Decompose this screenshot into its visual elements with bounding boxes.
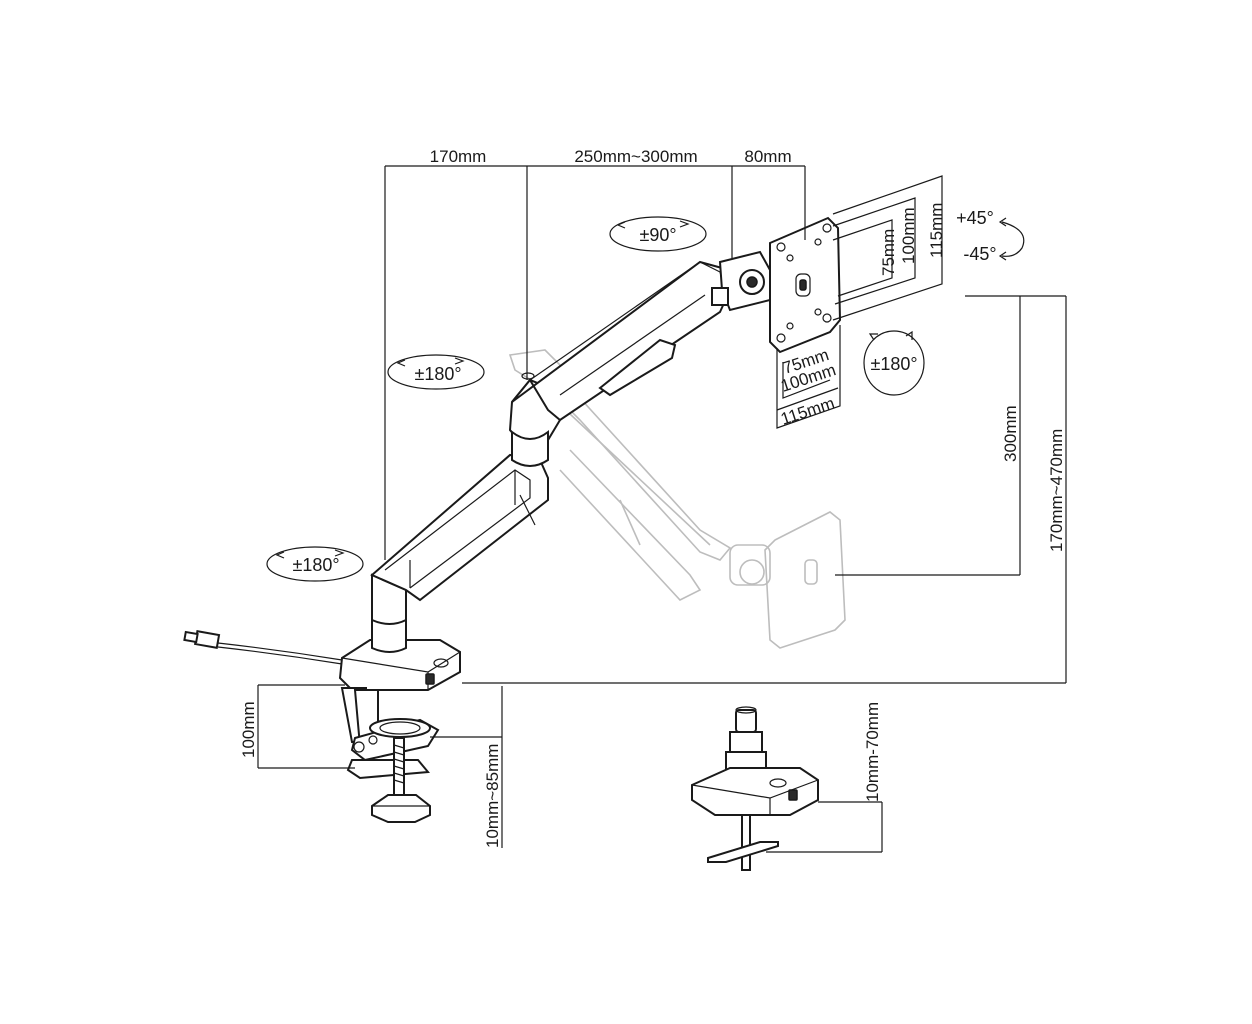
label-vesa-75-v: 75mm: [879, 229, 898, 276]
tilt-head: [711, 250, 771, 312]
label-170mm: 170mm: [430, 147, 487, 166]
tilt-arc: [1001, 221, 1025, 257]
lower-arm-rotate-ellipse: [266, 546, 364, 582]
vesa-dimension-lines: [776, 175, 943, 429]
vesa-plate: [769, 216, 842, 354]
label-clamp-10-85mm: 10mm~85mm: [483, 744, 502, 848]
label-300mm: 300mm: [1001, 405, 1020, 462]
label-lower-arm-180: ±180°: [292, 555, 339, 575]
rotate-90-ellipse: [609, 216, 707, 252]
label-170-470mm: 170mm~470mm: [1047, 429, 1066, 552]
upper-arm-rotate-ellipse: [387, 354, 485, 390]
c-clamp: [340, 687, 440, 823]
label-vesa-115-v: 115mm: [927, 203, 946, 258]
dimension-lines: [257, 165, 1067, 853]
lower-arm: [370, 453, 549, 602]
label-250-300mm: 250mm~300mm: [574, 147, 697, 166]
usb-cable: [183, 630, 343, 665]
upper-arm: [511, 260, 732, 422]
label-swivel-180: ±180°: [870, 354, 917, 374]
label-grommet-10-70mm: 10mm-70mm: [863, 702, 882, 802]
label-rotate-90: ±90°: [639, 225, 676, 245]
base-plate: [338, 639, 461, 691]
label-tilt-down: -45°: [963, 244, 996, 264]
label-tilt-up: +45°: [956, 208, 994, 228]
label-80mm: 80mm: [744, 147, 791, 166]
label-vesa-100-v: 100mm: [899, 207, 918, 264]
labels: 170mm 250mm~300mm 80mm ±90° ±180° ±180° …: [239, 147, 1066, 848]
grommet-mount: [691, 706, 819, 871]
rotation-indicators: [266, 216, 1025, 582]
label-upper-arm-180: ±180°: [414, 364, 461, 384]
monitor-swivel-ellipse: [863, 330, 925, 396]
label-clamp-100mm: 100mm: [239, 701, 258, 758]
